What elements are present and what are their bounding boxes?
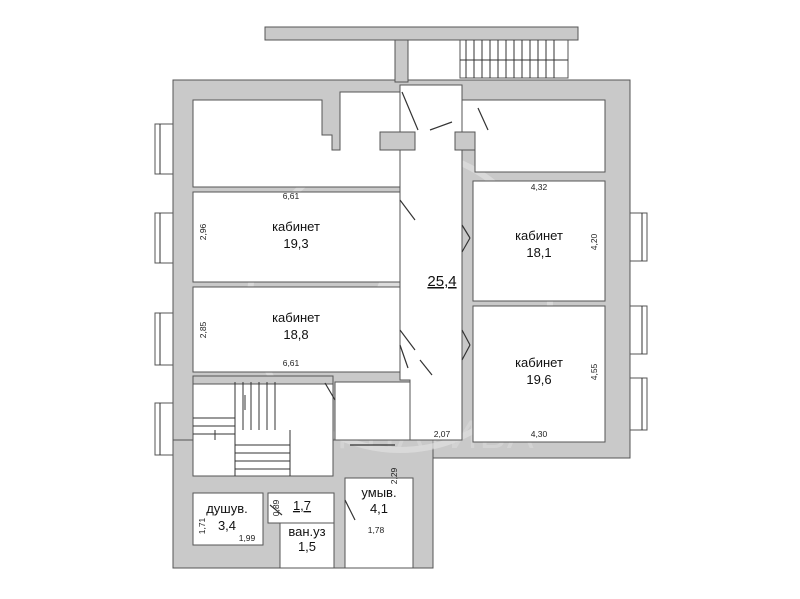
dim-432: 4,32 xyxy=(531,182,548,192)
dim-661-bottom: 6,61 xyxy=(283,358,300,368)
room-office-1 xyxy=(192,191,401,283)
doors xyxy=(269,91,489,521)
stairwell xyxy=(192,375,411,477)
dim-455: 4,55 xyxy=(589,363,599,380)
room-labels: кабинет 19,3 кабинет 18,8 кабинет 18,1 к… xyxy=(206,219,563,554)
washroom-area: 4,1 xyxy=(370,501,388,516)
room-top-right xyxy=(461,99,606,173)
dim-178: 1,78 xyxy=(368,525,385,535)
office-2-area: 18,8 xyxy=(283,327,308,342)
room-washroom xyxy=(344,477,414,569)
room-office-3 xyxy=(472,180,606,302)
room-office-4 xyxy=(472,305,606,443)
office-3-name: кабинет xyxy=(515,228,563,243)
office-3-area: 18,1 xyxy=(526,245,551,260)
right-windows xyxy=(629,212,648,431)
room-office-2 xyxy=(192,286,401,373)
top-stairs xyxy=(459,39,569,79)
office-1-area: 19,3 xyxy=(283,236,308,251)
dim-089: 0,89 xyxy=(271,499,281,516)
washroom-name: умыв. xyxy=(361,485,396,500)
dim-296: 2,96 xyxy=(198,223,208,240)
dim-420: 4,20 xyxy=(589,233,599,250)
room-wc xyxy=(279,522,335,569)
room-shower xyxy=(192,492,264,546)
wc-name: ван.уз xyxy=(288,524,325,539)
dim-430: 4,30 xyxy=(531,429,548,439)
corridor xyxy=(379,84,476,441)
hall-area: 1,7 xyxy=(293,498,311,513)
office-4-name: кабинет xyxy=(515,355,563,370)
dim-199: 1,99 xyxy=(239,533,256,543)
dim-171: 1,71 xyxy=(197,517,207,534)
office-4-area: 19,6 xyxy=(526,372,551,387)
dimension-labels: 6,61 2,96 2,85 6,61 4,32 4,20 4,55 4,30 … xyxy=(197,182,599,543)
office-1-name: кабинет xyxy=(272,219,320,234)
room-top-left xyxy=(192,91,401,188)
shower-area: 3,4 xyxy=(218,518,236,533)
dim-661-top: 6,61 xyxy=(283,191,300,201)
shower-name: душув. xyxy=(206,501,248,516)
corridor-area: 25,4 xyxy=(427,273,456,290)
wc-area: 1,5 xyxy=(298,539,316,554)
left-windows xyxy=(154,123,174,456)
dim-229: 2,29 xyxy=(389,467,399,484)
dim-285: 2,85 xyxy=(198,321,208,338)
dim-207: 2,07 xyxy=(434,429,451,439)
office-2-name: кабинет xyxy=(272,310,320,325)
